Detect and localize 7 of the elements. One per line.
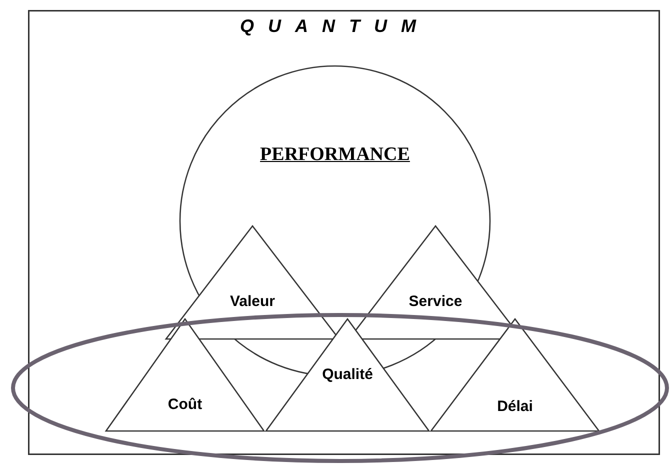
triangle-label: Service bbox=[408, 293, 464, 310]
triangle-label: Délai bbox=[496, 398, 534, 415]
triangle-label: Coût bbox=[166, 396, 204, 413]
triangle-label: Valeur bbox=[228, 293, 276, 310]
arched-heading: QUANTUM bbox=[239, 16, 431, 37]
triangle-label: Qualité bbox=[321, 366, 374, 383]
circle-title: PERFORMANCE bbox=[259, 144, 411, 166]
